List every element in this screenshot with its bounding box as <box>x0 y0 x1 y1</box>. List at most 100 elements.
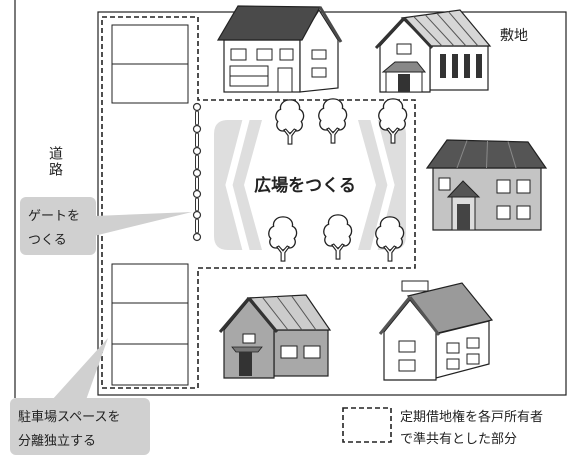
gate-callout: ゲートを つくる <box>20 197 192 255</box>
callout-text-line: 駐車場スペースを <box>18 410 120 425</box>
house-wall <box>432 167 542 231</box>
door <box>239 352 252 376</box>
door <box>457 204 470 230</box>
roof-seam <box>262 296 289 331</box>
gate-post-icon <box>192 168 202 178</box>
callout-pointer <box>52 338 108 400</box>
door-canopy <box>231 346 263 353</box>
window <box>256 48 273 61</box>
roof-seam <box>436 12 467 47</box>
gate-bar <box>195 154 199 170</box>
legend: 定期借地権を各戸所有者 で準共有とした部分 <box>342 407 543 447</box>
gate <box>192 102 202 242</box>
roof-seam <box>507 141 517 169</box>
window <box>496 205 511 220</box>
window <box>476 54 482 78</box>
window <box>452 54 458 78</box>
gate-post-icon <box>192 232 202 242</box>
window <box>396 43 412 55</box>
plaza-left-chevron <box>225 115 251 255</box>
parking-callout: 駐車場スペースを 分離独立する <box>10 338 150 455</box>
house-roof-edge <box>378 296 412 335</box>
house-icon <box>216 5 343 93</box>
window <box>516 205 531 220</box>
window <box>438 177 451 191</box>
tree-icon <box>375 216 405 262</box>
window <box>446 358 460 370</box>
house-wall <box>383 299 437 381</box>
window <box>311 49 327 60</box>
window <box>280 345 298 359</box>
gate-bar <box>195 110 199 126</box>
roof-seam <box>448 11 479 47</box>
tree-icon <box>318 98 348 144</box>
tree-icon <box>323 214 353 260</box>
window <box>303 345 321 359</box>
window <box>446 342 460 354</box>
house-roof-edge <box>318 6 343 43</box>
parking-block <box>111 263 189 386</box>
gate-post-icon <box>192 124 202 134</box>
window <box>242 333 256 344</box>
gate-bar <box>195 176 199 191</box>
window <box>466 337 480 349</box>
window <box>398 340 416 353</box>
gate-bar <box>195 197 199 212</box>
tree-icon <box>275 99 305 145</box>
house-roof-edge <box>408 296 441 336</box>
house-roof-edge <box>374 16 406 50</box>
window <box>398 359 416 372</box>
entrance-roof <box>446 180 481 198</box>
window <box>464 54 470 78</box>
gate-bar <box>195 218 199 234</box>
roof-seam <box>456 140 468 169</box>
dormer <box>401 280 429 292</box>
gate-bar <box>195 132 199 148</box>
legend-text-line: で準共有とした部分 <box>400 431 517 447</box>
tree-icon <box>268 216 298 262</box>
roof-seam <box>276 296 303 331</box>
callout-text-line: ゲートを <box>28 209 80 224</box>
plaza-label: 広場をつくる <box>254 175 356 196</box>
house-roof <box>216 5 322 41</box>
roof-seam <box>291 295 317 331</box>
parking-bottom <box>111 263 189 386</box>
callout-pointer <box>94 212 192 236</box>
roof-seam <box>486 140 488 169</box>
dashed-square-icon <box>342 407 392 443</box>
roof-seam <box>413 16 443 47</box>
house-icon <box>378 280 494 381</box>
roof-seam <box>424 14 455 47</box>
plaza-left-block <box>214 120 262 250</box>
parking-top <box>111 24 189 104</box>
door <box>398 74 410 92</box>
shared-area-outline <box>101 16 416 389</box>
gate-post-icon <box>192 146 202 156</box>
house-roof <box>425 139 548 169</box>
callout-box <box>10 398 150 455</box>
window <box>440 54 446 78</box>
gate-post-icon <box>192 102 202 112</box>
gate-post-icon <box>192 210 202 220</box>
window <box>311 67 327 78</box>
road-label: 道路 <box>47 146 63 178</box>
house-icon <box>218 294 332 379</box>
window <box>466 353 480 365</box>
callout-text-line: 分離独立する <box>18 434 96 449</box>
house-roof-edge <box>402 16 434 50</box>
callout-text-line: つくる <box>28 233 67 248</box>
house-roof-edge <box>247 297 279 333</box>
house-icon <box>425 139 548 231</box>
door <box>277 67 293 93</box>
callout-box <box>20 197 96 255</box>
house-icon <box>374 9 492 93</box>
window <box>279 48 294 61</box>
gate-post-icon <box>192 189 202 199</box>
legend-text-line: 定期借地権を各戸所有者 <box>400 409 543 425</box>
window <box>496 179 511 194</box>
window <box>230 48 247 61</box>
window <box>516 179 531 194</box>
house-roof-edge <box>218 297 251 333</box>
